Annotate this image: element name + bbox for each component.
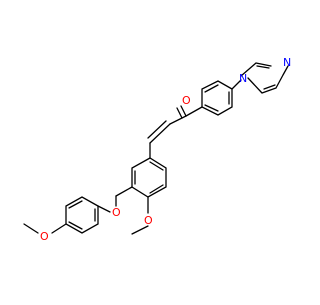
molecule-structure: O N N O O O xyxy=(23,56,291,243)
ring-methoxy-oxygen-label: O xyxy=(144,214,153,227)
carbonyl-double-bond xyxy=(176,105,187,119)
imidazole-ring-bond xyxy=(240,62,272,77)
imidazole-double-bond xyxy=(256,65,276,90)
benzylic-bond xyxy=(115,186,133,197)
phenyl-ring-top-inner xyxy=(204,84,230,112)
phenoxy-methoxy-methyl-bond xyxy=(23,223,39,234)
ether-oxygen-label: O xyxy=(112,206,121,219)
imidazole-ring-bond xyxy=(247,65,289,94)
phenoxy-methoxy-bond xyxy=(51,223,67,234)
structure-figure: O N N O O O xyxy=(23,56,291,243)
imidazole-n1-label: N xyxy=(239,72,247,85)
carbonyl-oxygen-label: O xyxy=(182,94,191,107)
carbonyl-alkene-bond xyxy=(169,115,187,125)
phenyl-ring-lower-inner xyxy=(68,200,96,230)
imidazole-n3-label: N xyxy=(283,56,291,69)
phenoxy-methoxy-oxygen-label: O xyxy=(40,230,49,243)
bonds xyxy=(23,62,289,235)
ring-methoxy-methyl-bond xyxy=(131,225,149,235)
ether-aryl-bond xyxy=(97,205,111,213)
phenyl-ring-middle-inner xyxy=(134,161,164,194)
phenyl-ring-lower xyxy=(65,196,99,234)
phenyl-carbonyl-bond xyxy=(185,106,203,117)
phenyl-ring-middle xyxy=(131,157,167,198)
imidazole-phenyl-bond xyxy=(231,79,242,90)
alkene-double-bond xyxy=(147,120,171,144)
